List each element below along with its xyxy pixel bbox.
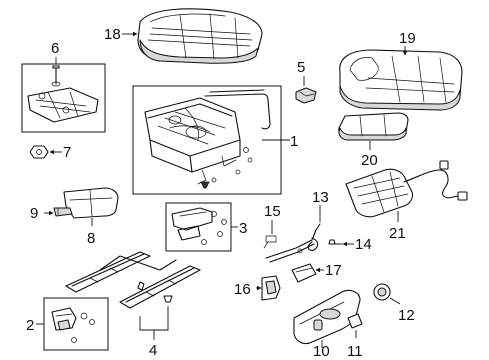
callout-7: 7 xyxy=(63,144,71,161)
callout-14: 14 xyxy=(355,236,372,253)
callout-4: 4 xyxy=(149,342,157,359)
part-20-front-pad[interactable] xyxy=(338,112,409,141)
part-13-cable[interactable] xyxy=(265,223,321,263)
part-2-motor[interactable] xyxy=(51,307,95,343)
leader-12 xyxy=(389,297,401,305)
callout-3: 3 xyxy=(239,220,247,237)
part-5-clip[interactable] xyxy=(295,87,317,104)
part-17-knob[interactable] xyxy=(291,263,317,283)
callout-18: 18 xyxy=(104,26,121,43)
part-15-clip[interactable] xyxy=(263,235,277,249)
part-7-nut[interactable] xyxy=(29,145,49,159)
callout-19: 19 xyxy=(399,30,416,47)
callout-11: 11 xyxy=(347,343,363,360)
part-4-seat-tracks[interactable] xyxy=(65,251,201,309)
callout-12: 12 xyxy=(398,307,415,324)
part-19-seat-cushion[interactable] xyxy=(339,49,463,111)
callout-16: 16 xyxy=(234,281,251,298)
callout-1: 1 xyxy=(290,133,298,150)
callout-6: 6 xyxy=(51,40,59,57)
leader-4 xyxy=(139,306,169,331)
part-2-group-box xyxy=(43,297,109,351)
callout-21: 21 xyxy=(389,225,406,242)
callout-20: 20 xyxy=(361,152,378,169)
callout-5: 5 xyxy=(297,59,305,76)
part-18-seatback-cushion[interactable] xyxy=(137,8,263,64)
callout-9: 9 xyxy=(30,205,38,222)
part-9-clip[interactable] xyxy=(53,207,73,217)
callout-17: 17 xyxy=(325,262,342,279)
callout-8: 8 xyxy=(87,230,95,247)
part-8-trim-cover[interactable] xyxy=(63,187,119,219)
part-3-bracket[interactable] xyxy=(171,207,227,245)
part-1-seat-frame[interactable] xyxy=(144,89,271,189)
callout-13: 13 xyxy=(312,189,329,206)
part-16-switch[interactable] xyxy=(261,275,281,301)
callout-2: 2 xyxy=(26,317,34,334)
part-6-group-box xyxy=(21,63,106,133)
callout-10: 10 xyxy=(313,343,330,360)
part-6-bracket[interactable] xyxy=(27,65,99,123)
part-11-cover[interactable] xyxy=(347,313,363,329)
part-21-heater-mat[interactable] xyxy=(345,160,468,218)
part-12-round-cap[interactable] xyxy=(373,283,391,301)
part-14-screw[interactable] xyxy=(328,239,343,245)
callout-15: 15 xyxy=(264,203,281,220)
frame-group-box xyxy=(132,85,282,195)
